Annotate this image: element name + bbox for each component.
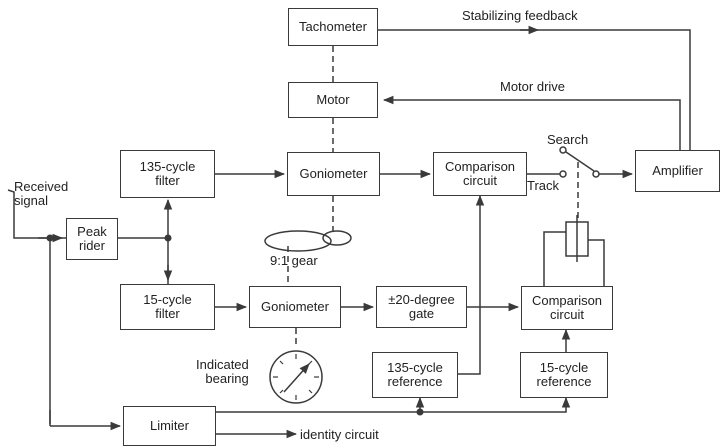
comparison-top-block: Comparison circuit [433,152,527,196]
comparison-bottom-label: Comparison circuit [531,293,603,322]
track-label: Track [527,178,560,193]
indicated-bearing-label: Indicated bearing [196,357,249,386]
reference-135-block: 135-cycle reference [372,352,458,398]
received-signal-label: Received signal [14,179,69,208]
goniometer-top-label: Goniometer [299,166,368,181]
identity-circuit-label: identity circuit [300,427,379,442]
reference-15-block: 15-cycle reference [520,352,608,398]
reference-135-label: 135-cycle reference [387,360,443,389]
motor-block: Motor [288,82,378,118]
large-gear-icon [264,230,332,252]
search-label: Search [547,132,589,147]
reference-15-label: 15-cycle reference [536,360,592,389]
goniometer-top-block: Goniometer [287,152,380,196]
amplifier-label: Amplifier [652,163,703,178]
small-gear-icon [322,230,352,246]
motor-label: Motor [316,92,350,107]
gear-label: 9:1 gear [270,253,318,268]
filter-15-block: 15-cycle filter [120,284,215,330]
gate-block: ±20-degree gate [376,286,467,328]
motor-drive-line [382,95,681,150]
motor-drive-label: Motor drive [500,79,566,94]
stabilizing-feedback-label: Stabilizing feedback [462,8,578,23]
filter-15-label: 15-cycle filter [143,292,192,321]
peak-rider-label: Peak rider [77,224,107,253]
limiter-label: Limiter [149,418,189,433]
comparison-bottom-block: Comparison circuit [521,286,613,330]
amplifier-block: Amplifier [635,150,720,192]
comparison-top-label: Comparison circuit [444,159,516,188]
filter-135-label: 135-cycle filter [139,159,196,188]
goniometer-bottom-label: Goniometer [261,299,329,314]
limiter-block: Limiter [123,406,216,446]
gate-label: ±20-degree gate [388,292,455,321]
tachometer-block: Tachometer [288,8,378,46]
peak-rider-block: Peak rider [66,218,118,260]
stabilizing-feedback-line [378,29,691,150]
tachometer-label: Tachometer [299,19,367,34]
filter-135-block: 135-cycle filter [120,150,215,198]
goniometer-bottom-block: Goniometer [249,286,341,328]
